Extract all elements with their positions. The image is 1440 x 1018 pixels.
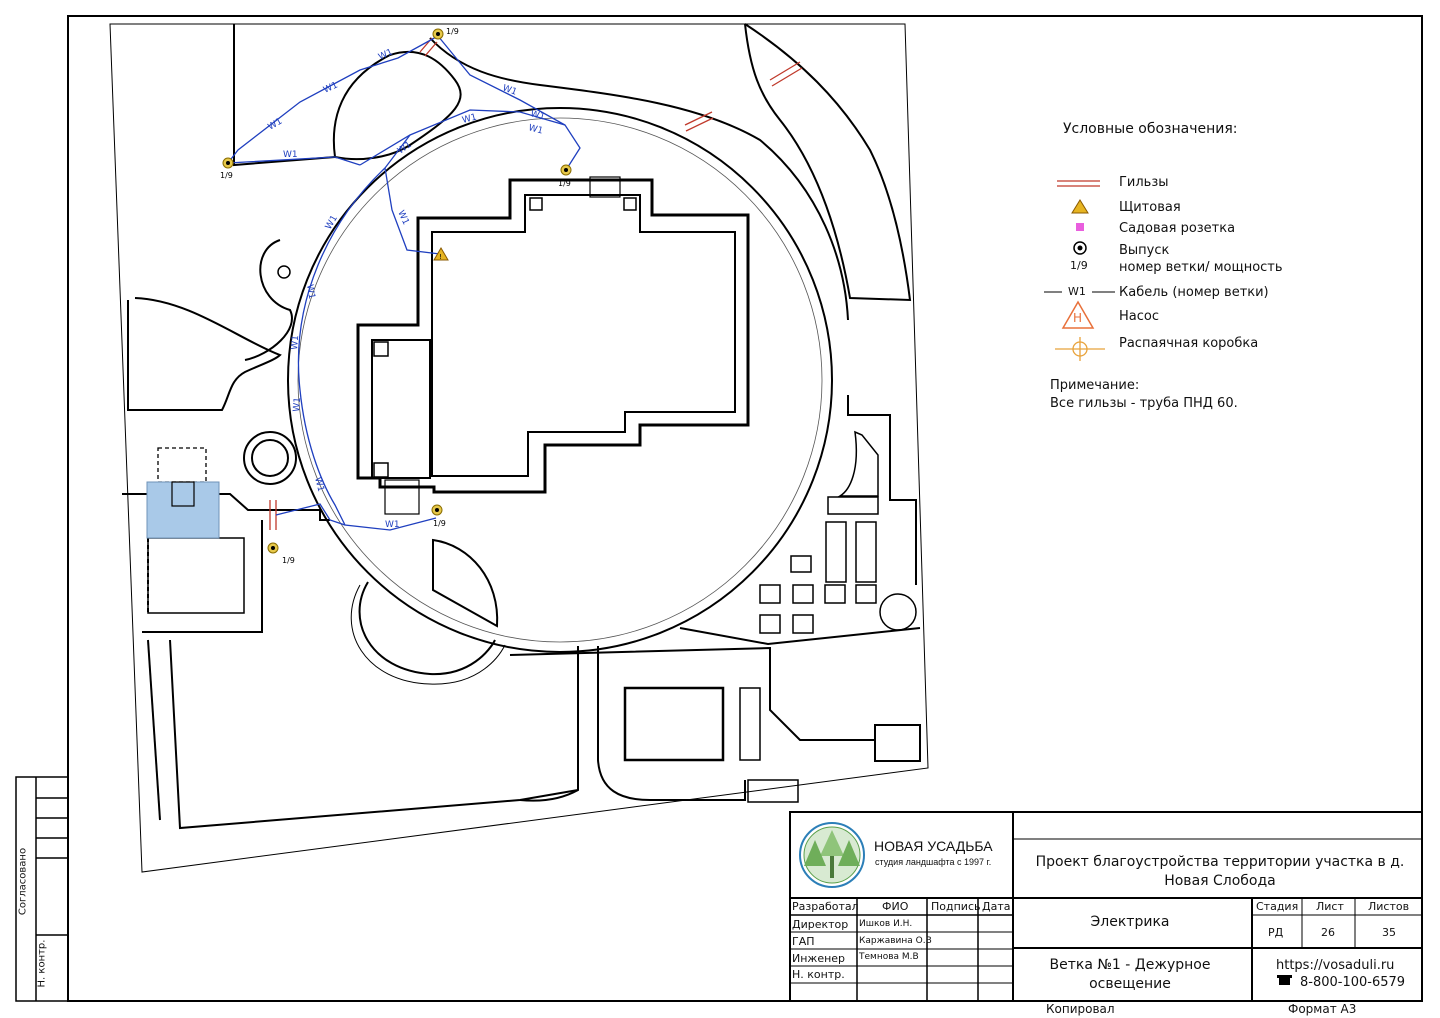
staff-name: Каржавина О.В	[859, 936, 932, 946]
site-boundary	[109, 23, 929, 873]
phone-icon	[1277, 975, 1292, 985]
legend-title: Условные обозначения:	[1063, 121, 1238, 137]
outlet-dot	[564, 168, 568, 172]
company-name: НОВАЯ УСАДЬБА	[874, 838, 993, 854]
note-title: Примечание:	[1050, 378, 1140, 393]
header-date: Дата	[982, 900, 1011, 913]
legend-cable-label: Кабель (номер ветки)	[1119, 285, 1269, 300]
outlet-label: 1/9	[433, 519, 446, 528]
outlet-label: 1/9	[220, 171, 233, 180]
sheets-value: 35	[1382, 926, 1396, 939]
cable-label: W1	[461, 112, 478, 125]
side-stamp	[15, 776, 69, 1002]
sheet-name: Ветка №1 - Дежурное освещение	[1049, 957, 1211, 992]
stage-label: Стадия	[1256, 900, 1299, 913]
cable-label: W1	[292, 397, 303, 412]
note-text: Все гильзы - труба ПНД 60.	[1050, 396, 1238, 411]
company-sub: студия ландшафта с 1997 г.	[875, 857, 992, 867]
cable-label: W1	[304, 284, 316, 300]
cable-label: W1	[385, 520, 400, 530]
website: https://vosaduli.ru	[1276, 958, 1395, 973]
header-developer: Разработал	[792, 900, 859, 913]
staff-role: Директор	[792, 918, 849, 931]
cable-label: W1	[290, 335, 301, 350]
svg-text:!: !	[439, 253, 442, 261]
outlet-dot	[271, 546, 275, 550]
format-label: Формат А3	[1288, 1002, 1357, 1016]
staff-role: Н. контр.	[792, 968, 845, 981]
cable-label: W1	[529, 109, 546, 122]
copied-label: Копировал	[1046, 1002, 1115, 1016]
stage-value: РД	[1268, 926, 1284, 939]
outlets: 1/9 1/9 1/9 1/9 1/9	[220, 27, 572, 565]
landscape-lines	[122, 23, 921, 830]
outlet-label: 1/9	[446, 27, 459, 36]
staff-name: Темнова М.В	[859, 952, 919, 962]
legend-symbols	[1044, 180, 1115, 361]
legend-outlet-code: 1/9	[1070, 259, 1088, 272]
legend-pump-label: Насос	[1119, 309, 1159, 324]
legend-outlet-desc: номер ветки/ мощность	[1119, 260, 1283, 275]
legend-sleeves-label: Гильзы	[1119, 175, 1169, 190]
header-name: ФИО	[882, 900, 909, 913]
cable-label: W1	[267, 117, 285, 133]
header-signature: Подпись	[931, 900, 981, 913]
title-block-grid	[789, 811, 1423, 1002]
stamp-agreed: Согласовано	[17, 847, 29, 916]
outlet-label: 1/9	[558, 179, 571, 188]
sheets-label: Листов	[1368, 900, 1410, 913]
staff-role: ГАП	[792, 935, 815, 948]
cable-label: W1	[324, 214, 340, 232]
sheet-label: Лист	[1316, 900, 1344, 913]
outlet-dot	[435, 508, 439, 512]
cable-label: W1	[312, 476, 325, 493]
phone-number: 8-800-100-6579	[1300, 975, 1406, 990]
sheet-frame	[67, 15, 1423, 1002]
entrance-zone	[146, 481, 220, 539]
legend-cable-code: W1	[1068, 285, 1086, 298]
staff-role: Инженер	[792, 952, 846, 965]
section-name: Электрика	[1090, 914, 1170, 930]
outlet-dot	[436, 32, 440, 36]
outlet-dot	[226, 161, 230, 165]
outlet-label: 1/9	[282, 556, 295, 565]
company-logo	[799, 822, 865, 888]
cable-route	[227, 35, 581, 531]
panel-icon	[433, 247, 449, 261]
project-title: Проект благоустройства территории участк…	[1035, 854, 1405, 889]
legend-outlet-label: Выпуск	[1119, 243, 1170, 258]
sheet-value: 26	[1321, 926, 1335, 939]
stamp-norm-control: Н. контр.	[36, 939, 48, 988]
legend-socket-label: Садовая розетка	[1119, 221, 1236, 236]
legend-junction-label: Распаячная коробка	[1119, 336, 1259, 351]
cable-label: W1	[501, 83, 518, 97]
cable-label: W1	[283, 150, 298, 160]
legend-pump-letter: Н	[1073, 311, 1083, 325]
sleeve-marks	[269, 37, 803, 530]
cable-label: W1	[527, 123, 544, 136]
legend-panel-label: Щитовая	[1119, 200, 1181, 215]
staff-name: Ишков И.Н.	[859, 919, 913, 929]
